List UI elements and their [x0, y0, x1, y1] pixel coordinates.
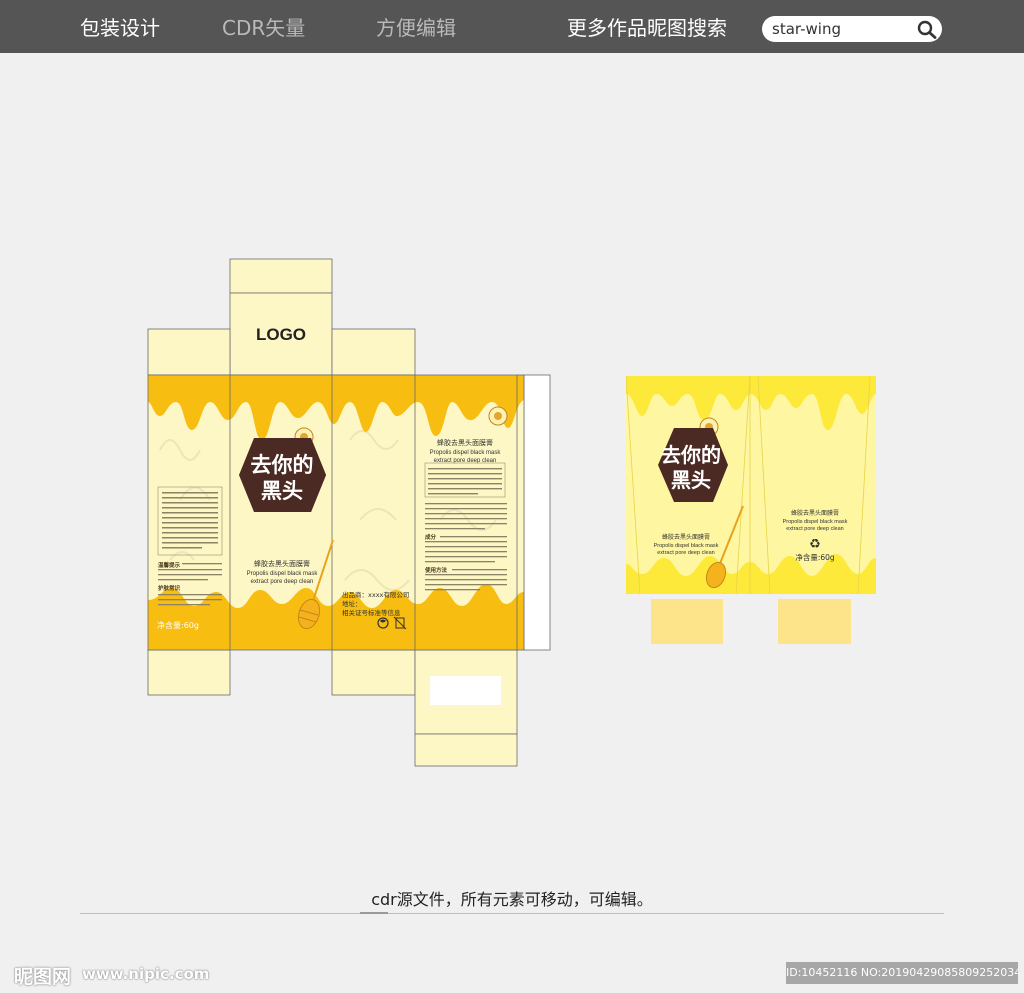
tube-cap-right: [778, 599, 851, 644]
product-name-en-2: extract pore deep clean: [251, 579, 314, 585]
top-tuck-flap: [229, 292, 333, 376]
search-icon: [917, 20, 937, 39]
manufacturer-text: 出品商：xxxx有限公司: [342, 590, 409, 599]
product-name-en-1: Propolis dispel black mask: [247, 571, 319, 577]
back-panel: 蜂胶去黑头面膜膏 Propolis dispel black mask extr…: [342, 406, 508, 630]
tube-mockup: 去你的 黑头 蜂胶去黑头面膜膏 Propolis dispel black ma…: [626, 376, 876, 644]
side-panel-info: 温馨提示 护肤常识 净含量:60g: [157, 486, 223, 630]
caption-text: cdr源文件，所有元素可移动，可编辑。: [371, 890, 653, 909]
front-panel: 去你的 黑头 蜂胶去黑头面膜膏 Propolis dispel black ma…: [239, 427, 334, 630]
honey-dipper-stick: [311, 539, 334, 605]
bottom-dust-flap-left: [147, 649, 231, 696]
top-nav-bar: 包装设计 CDR矢量 方便编辑 更多作品昵图搜索: [0, 0, 1024, 53]
image-id-badge: ID:10452116 NO:20190429085809252034: [786, 962, 1018, 984]
back-product-name-en-1: Propolis dispel black mask: [430, 450, 502, 456]
tube-back-product-name-cn: 蜂胶去黑头面膜膏: [791, 509, 839, 517]
divider-accent: [360, 912, 388, 914]
nav-item-easy-edit[interactable]: 方便编辑: [376, 16, 456, 40]
tube-back-product-name-en-1: Propolis dispel black mask: [783, 519, 848, 525]
logo-text: LOGO: [256, 325, 306, 344]
back-product-name-cn: 蜂胶去黑头面膜膏: [437, 438, 493, 447]
bottom-flap-tab: [414, 733, 518, 767]
top-dust-flap-right: [331, 328, 416, 376]
divider-line: [80, 913, 944, 914]
letter-pattern: [159, 430, 497, 591]
design-canvas: LOGO 温馨提示 护肤常识 净含量:60g 去你的 黑头 蜂胶去黑头面膜膏 P: [0, 53, 1024, 993]
nav-item-cdr-vector[interactable]: CDR矢量: [222, 16, 306, 40]
box-score-lines: [147, 374, 525, 651]
license-text: 相关证号标准等信息: [342, 608, 401, 617]
recycle-bin-icon: [395, 617, 405, 629]
tube-product-name-en-1: Propolis dispel black mask: [654, 543, 719, 549]
nipic-watermark-url: www.nipic.com: [82, 965, 210, 983]
nipic-watermark-logo: 昵图网: [14, 966, 72, 988]
usage-label: 使用方法: [424, 566, 448, 574]
address-text: 地址：: [342, 599, 362, 608]
tube-product-name-en-2: extract pore deep clean: [657, 550, 714, 556]
tube-headline-line2: 黑头: [671, 468, 711, 492]
green-dot-icon: [377, 617, 389, 629]
back-product-name-en-2: extract pore deep clean: [434, 458, 497, 464]
tube-cap-left: [651, 599, 723, 644]
ingredient-label: 成分: [425, 533, 437, 541]
packaging-dieline-artwork: LOGO 温馨提示 护肤常识 净含量:60g 去你的 黑头 蜂胶去黑头面膜膏 P: [147, 258, 876, 767]
honey-drip-top: [148, 375, 524, 440]
headline-line2: 黑头: [261, 479, 303, 503]
tube-hexagon-badge: [658, 428, 728, 502]
tube-product-name-cn: 蜂胶去黑头面膜膏: [662, 533, 710, 541]
top-dust-flap-left: [147, 328, 231, 376]
tube-honey-dipper-stick: [718, 505, 744, 567]
bottom-dust-flap-right: [331, 649, 416, 696]
tube-headline-line1: 去你的: [661, 443, 721, 467]
product-name-cn: 蜂胶去黑头面膜膏: [254, 559, 310, 568]
tube-honey-dipper-head: [705, 561, 727, 589]
honey-wave-bottom: [148, 584, 524, 650]
nav-item-packaging-design[interactable]: 包装设计: [80, 16, 160, 40]
tube-net-content: 净含量:60g: [795, 552, 835, 562]
care-label: 护肤常识: [158, 584, 181, 592]
search-box: [762, 16, 942, 42]
search-button[interactable]: [914, 17, 940, 41]
nav-item-more-works[interactable]: 更多作品昵图搜索: [567, 16, 727, 40]
barcode-area: [430, 676, 501, 705]
warm-tip-label: 温馨提示: [158, 561, 181, 569]
recycle-icon: ♻: [809, 537, 821, 552]
net-content-side: 净含量:60g: [157, 620, 199, 630]
glue-flap: [523, 374, 551, 651]
headline-line1: 去你的: [251, 453, 314, 477]
tube-back-product-name-en-2: extract pore deep clean: [786, 526, 843, 532]
search-input[interactable]: [772, 18, 912, 40]
top-tuck-flap-tab: [229, 258, 333, 294]
